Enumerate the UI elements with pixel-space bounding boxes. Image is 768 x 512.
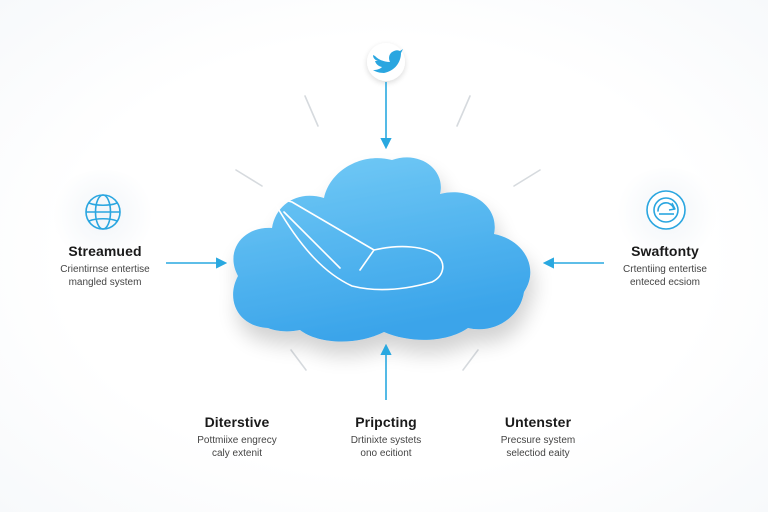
refresh-icon [646,190,686,230]
node-left-title: Streamued [68,243,142,259]
node-bottom-left: Diterstive Pottmiixe engrecy caly exteni… [172,414,302,460]
ray-lower-left [290,349,307,371]
radiating-rays [235,95,541,371]
node-bottom-center-title: Pripcting [355,414,417,430]
ray-lower-right [462,349,479,371]
node-bottom-center-line1: Drtinixte systets [350,435,422,446]
node-bottom-left-title: Diterstive [204,414,270,430]
airplane-icon [275,199,444,291]
node-right-line2: enteced ecsiom [629,277,701,288]
ray-top-left [304,95,319,127]
node-bottom-right: Untenster Precsure system selectiod eait… [473,414,603,460]
node-left-line1: Crientirnse entertise [60,264,150,275]
cloud-shape [233,157,531,342]
node-right-line1: Crtentiing entertise [623,264,707,275]
connectors [166,82,604,400]
node-right: Swaftonty Crtentiing entertise enteced e… [600,243,730,289]
node-left-line2: mangled system [68,277,142,288]
ray-upper-left [235,169,263,187]
node-bottom-center-line2: ono ecitiont [360,448,412,459]
node-bottom-left-line1: Pottmiixe engrecy [197,435,277,446]
node-bottom-right-title: Untenster [504,414,572,430]
node-bottom-right-line2: selectiod eaity [506,448,570,459]
ray-top-right [456,95,471,127]
node-bottom-right-line1: Precsure system [500,435,576,446]
globe-icon [85,194,121,230]
ray-upper-right [513,169,541,187]
left-halo [48,170,158,260]
node-bottom-left-line2: caly extenit [211,448,263,459]
node-right-title: Swaftonty [631,243,699,259]
node-bottom-center: Pripcting Drtinixte systets ono ecitiont [321,414,451,460]
node-left: Streamued Crientirnse entertise mangled … [40,243,170,289]
bird-icon [373,49,403,73]
